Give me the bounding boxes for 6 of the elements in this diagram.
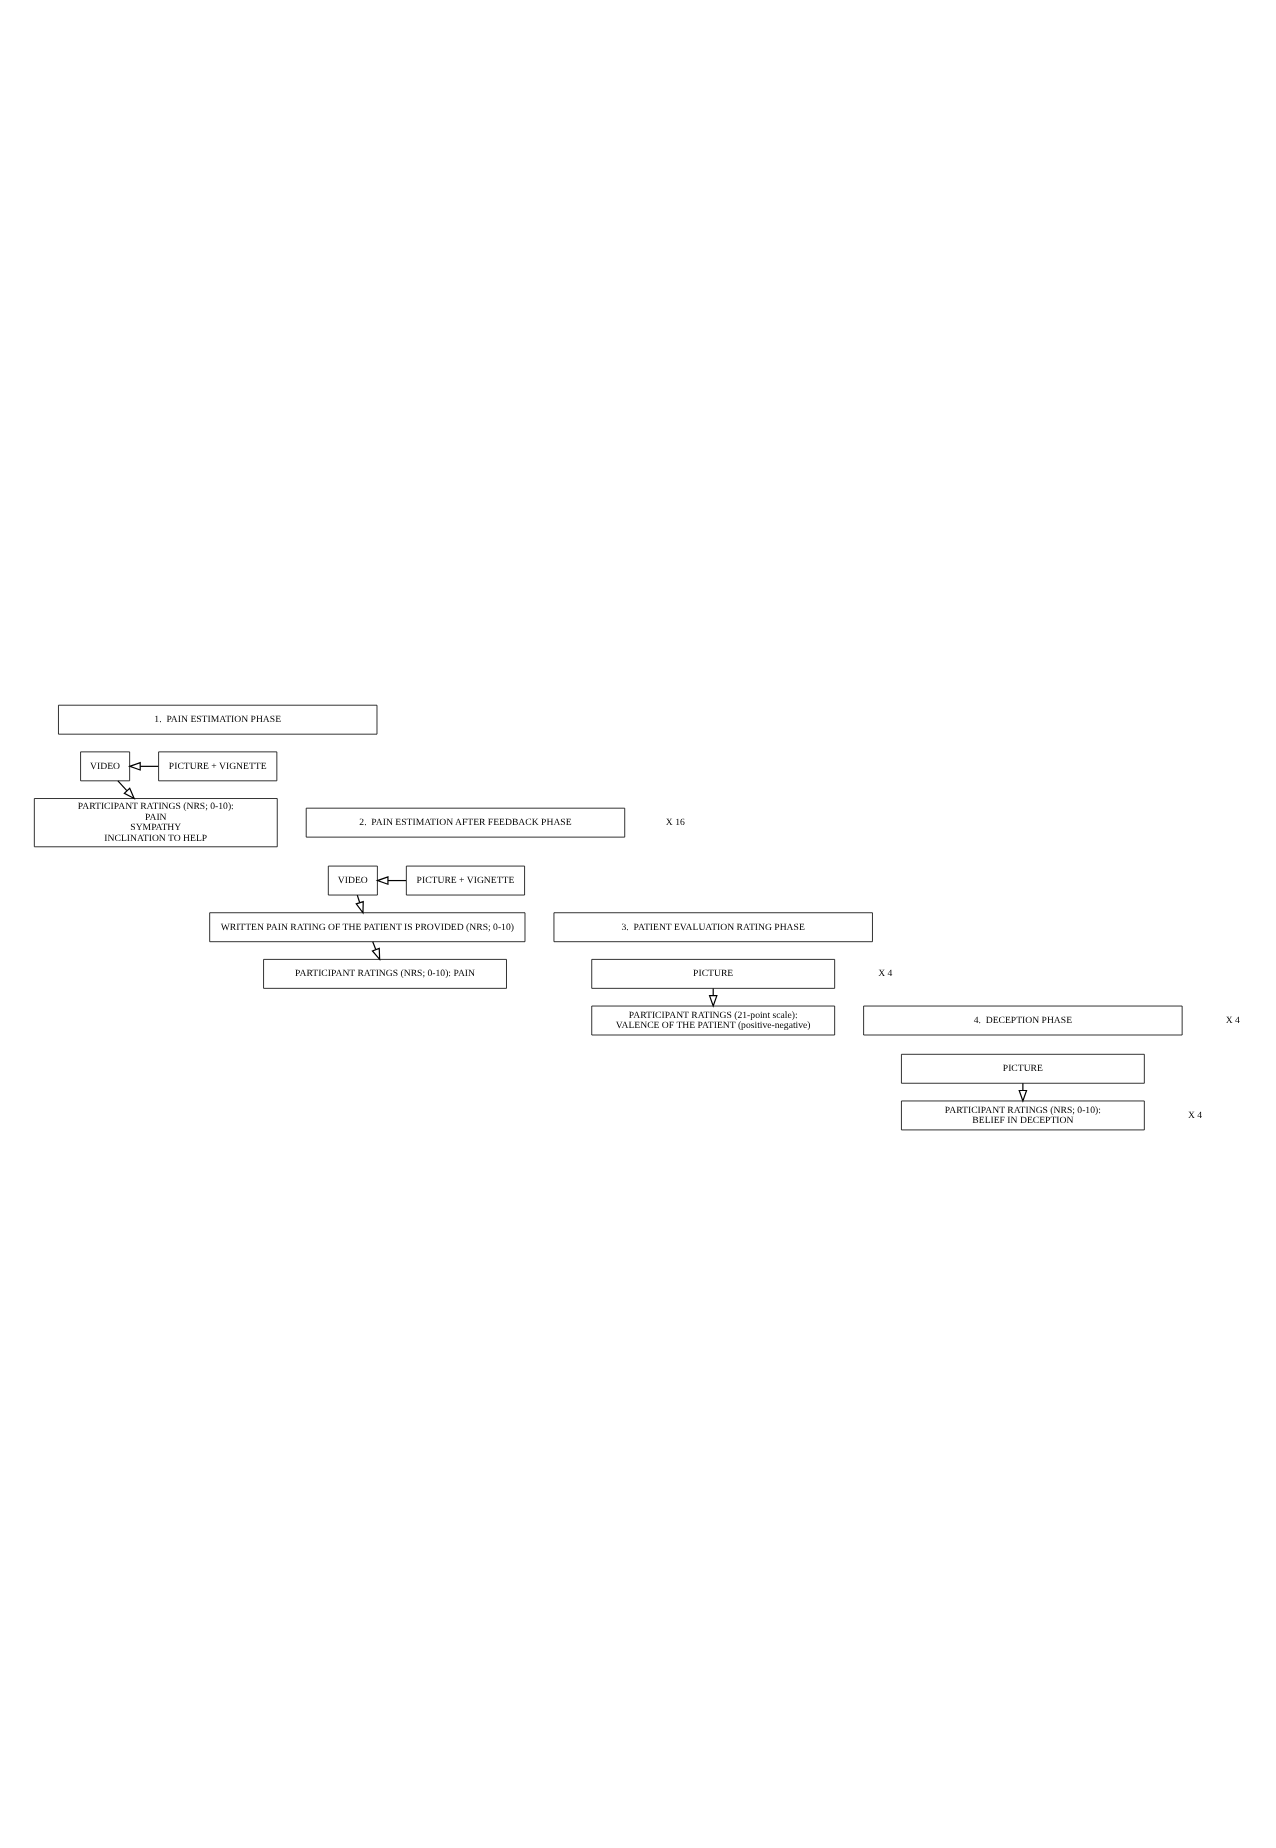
arrow (355, 894, 364, 915)
arrow (127, 761, 159, 771)
arrow (375, 876, 407, 886)
arrow (117, 780, 136, 800)
arrow (371, 941, 381, 962)
arrow (1018, 1082, 1028, 1103)
